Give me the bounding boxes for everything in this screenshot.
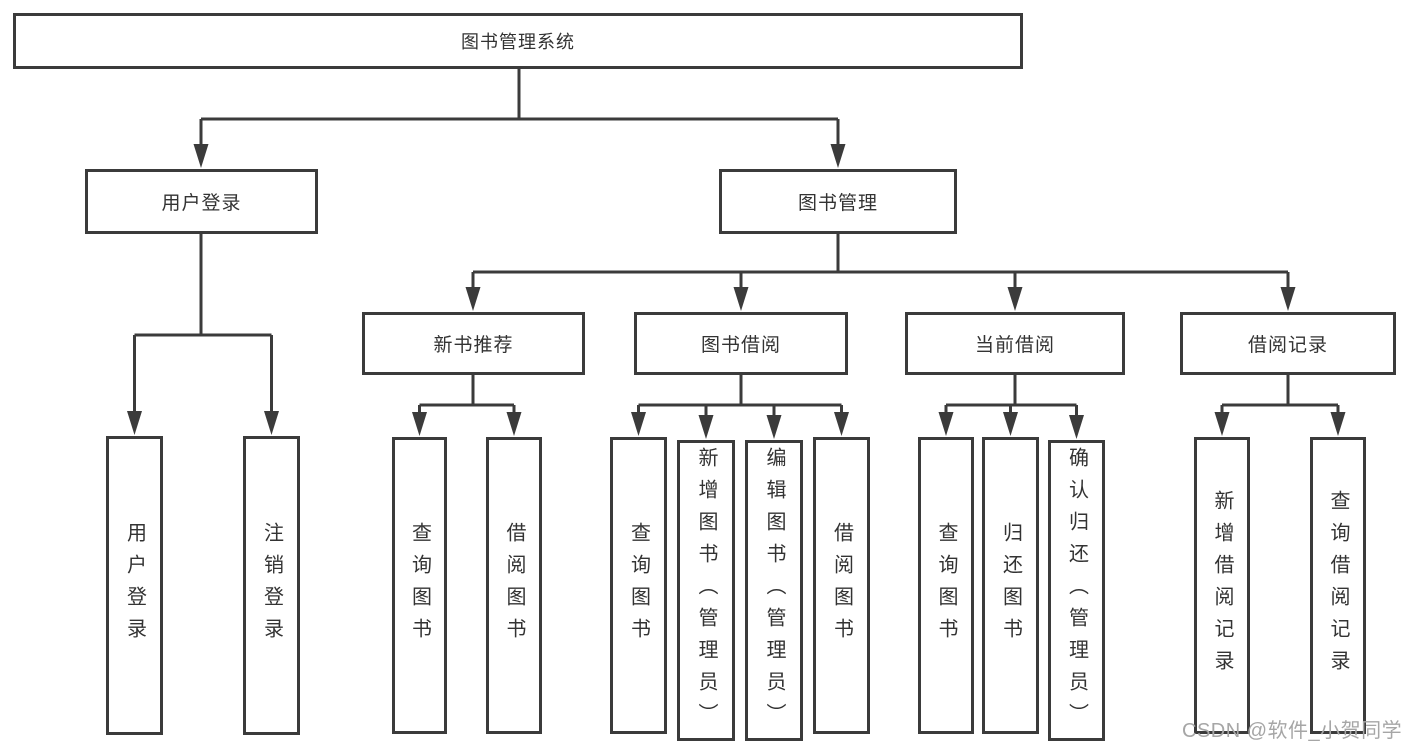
node-return-books: 归还图书 [982,437,1039,734]
node-label: 借阅记录 [1247,335,1328,356]
node-add-borrow-record: 新增借阅记录 [1194,437,1250,734]
node-label: 图书管理 [797,193,878,214]
node-label: 新书推荐 [433,335,514,356]
node-query-books-under-borrowing: 查询图书 [610,437,667,734]
node-label: 图书借阅 [700,335,781,356]
node-label: 归还图书 [999,521,1022,650]
node-library-management-system: 图书管理系统 [13,13,1023,69]
node-label: 新增图书（管理员） [695,446,717,735]
node-label: 用户登录 [161,193,242,214]
node-label: 查询图书 [627,521,650,650]
node-edit-books-admin: 编辑图书（管理员） [745,440,803,741]
node-label: 确认归还（管理员） [1065,446,1088,735]
csdn-watermark: CSDN @软件_小贺同学 [1182,720,1403,742]
node-user-login: 用户登录 [85,169,318,234]
node-query-borrow-record: 查询借阅记录 [1310,437,1366,734]
node-label: 查询图书 [408,521,431,650]
node-label: 注销登录 [260,521,283,650]
node-borrow-books-under-borrowing: 借阅图书 [813,437,870,734]
node-label: 用户登录 [123,521,146,650]
node-add-books-admin: 新增图书（管理员） [677,440,735,741]
node-logout: 注销登录 [243,436,300,735]
node-borrowing-records: 借阅记录 [1180,312,1396,375]
node-label: 图书管理系统 [461,32,575,52]
node-query-books-under-current: 查询图书 [918,437,974,734]
node-label: 查询图书 [935,521,957,650]
node-query-books-under-recommendation: 查询图书 [392,437,447,734]
node-label: 借阅图书 [830,521,853,650]
node-label: 编辑图书（管理员） [763,446,785,735]
node-book-borrowing: 图书借阅 [634,312,848,375]
node-confirm-return-admin: 确认归还（管理员） [1048,440,1105,741]
node-label: 查询借阅记录 [1327,489,1349,682]
node-current-borrowing: 当前借阅 [905,312,1125,375]
node-new-book-recommendation: 新书推荐 [362,312,585,375]
node-label: 新增借阅记录 [1211,489,1233,682]
arrowhead-icons [127,144,1346,439]
node-user-login-leaf: 用户登录 [106,436,163,735]
node-book-management: 图书管理 [719,169,957,234]
node-label: 当前借阅 [974,335,1055,356]
node-label: 借阅图书 [503,521,525,650]
node-borrow-books-under-recommendation: 借阅图书 [486,437,542,734]
